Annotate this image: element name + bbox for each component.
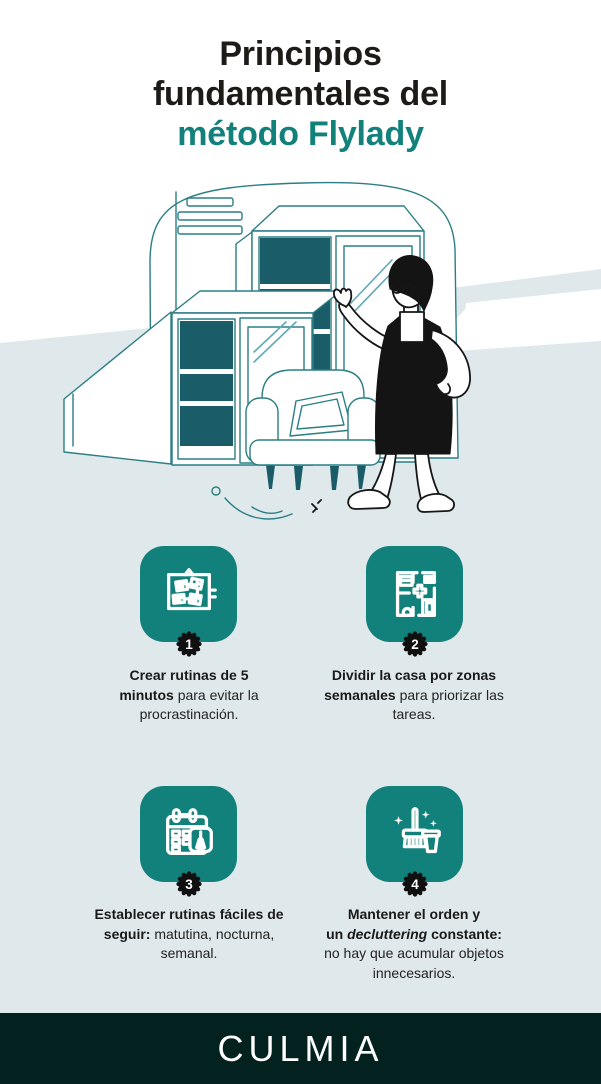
- footer-bar: CULMIA: [0, 1013, 601, 1084]
- title-line-2: fundamentales del: [152, 75, 449, 113]
- principle-3-tile: [140, 786, 237, 882]
- floor-plan-icon: [395, 571, 436, 617]
- step-3-badge: 3: [175, 870, 203, 898]
- badge-scallop: [176, 631, 202, 657]
- principle-4-text: Mantener el orden y un decluttering cons…: [324, 906, 504, 981]
- badge-scallop: [176, 871, 202, 897]
- pinboard-icon: [166, 568, 217, 611]
- principle-3-text: Establecer rutinas fáciles de seguir: ma…: [94, 906, 284, 961]
- principle-2-tile: [366, 546, 463, 642]
- step-2-badge: 2: [401, 630, 429, 658]
- calendar-broom-icon: [165, 808, 213, 856]
- step-number: 1: [185, 636, 193, 652]
- title-line-1: Principios: [219, 35, 382, 73]
- principle-1-text: Crear rutinas de 5 minutos para evitar l…: [119, 667, 259, 722]
- title-line-3: método Flylady: [177, 115, 424, 153]
- badge-scallop: [402, 631, 428, 657]
- principle-2-text: Dividir la casa por zonas semanales para…: [324, 667, 504, 722]
- person: [333, 255, 471, 513]
- armchair: [245, 369, 381, 490]
- principle-1-tile: [140, 546, 237, 642]
- badge-scallop: [402, 871, 428, 897]
- step-number: 2: [411, 636, 419, 652]
- step-number: 3: [185, 876, 193, 892]
- principle-4-tile: [366, 786, 463, 882]
- page-title: Principios fundamentales del método Flyl…: [0, 34, 601, 154]
- broom-bucket-icon: [393, 807, 441, 854]
- step-1-badge: 1: [175, 630, 203, 658]
- step-4-badge: 4: [401, 870, 429, 898]
- step-number: 4: [411, 876, 419, 892]
- floor-doodles: [211, 486, 322, 520]
- culmia-logo: CULMIA: [217, 1027, 384, 1069]
